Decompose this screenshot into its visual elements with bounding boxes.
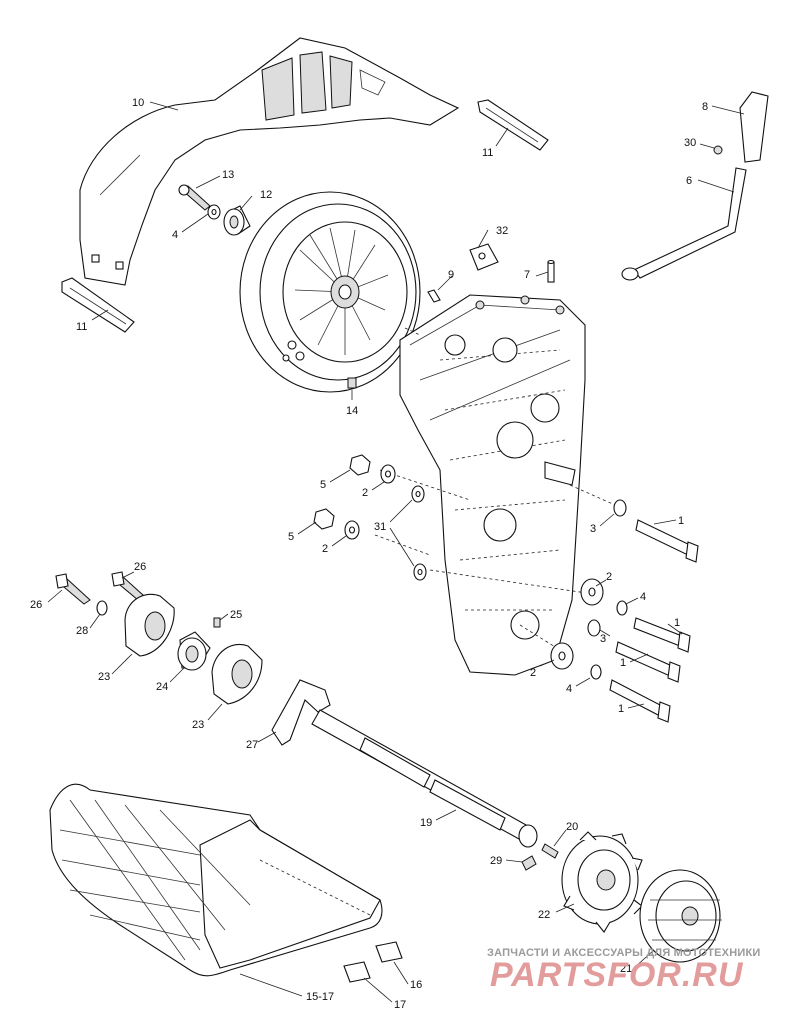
label-20: 20: [566, 821, 578, 833]
part-2-washer-b: [344, 520, 360, 540]
label-3-a: 3: [590, 523, 596, 535]
label-5-b: 5: [288, 531, 294, 543]
part-13-bolt: [178, 184, 211, 211]
part-29-screw: [521, 855, 537, 871]
part-4-washer-b: [616, 600, 628, 616]
label-4-b: 4: [640, 591, 646, 603]
part-1-bolt-d: [609, 679, 671, 723]
label-2-a: 2: [362, 487, 368, 499]
label-8: 8: [702, 101, 708, 113]
label-6: 6: [686, 175, 692, 187]
part-19-axle: [311, 709, 538, 848]
part-23-flange-b: [211, 644, 263, 705]
label-1-d: 1: [618, 703, 624, 715]
label-11-b: 11: [76, 321, 87, 333]
label-4-c: 4: [566, 683, 572, 695]
part-10-guard: [79, 37, 460, 286]
label-31: 31: [374, 521, 386, 533]
watermark-caption: ЗАПЧАСТИ И АКСЕССУАРЫ ДЛЯ МОТОТЕХНИКИ: [487, 947, 760, 959]
part-27-bracket: [271, 679, 331, 746]
part-31-washer-a: [411, 485, 425, 503]
part-30-nut: [713, 145, 723, 155]
part-6-lever: [621, 167, 747, 281]
leader-lines: [47, 101, 745, 1003]
label-1-b: 1: [674, 617, 680, 629]
label-10: 10: [132, 97, 144, 109]
label-19: 19: [420, 817, 432, 829]
label-5-a: 5: [320, 479, 326, 491]
track: [49, 783, 383, 977]
part-24-bearing: [177, 631, 211, 671]
label-32: 32: [496, 225, 508, 237]
driven-pulley: [239, 191, 421, 393]
part-11-plate-b: [61, 277, 135, 333]
part-labels: 10 11 11 13 12 4 32 9 7 14 8 30 6 5 2 31…: [30, 97, 708, 1011]
part-4-washer-c: [590, 664, 602, 680]
label-15-17: 15-17: [306, 991, 334, 1003]
label-1-a: 1: [678, 515, 684, 527]
label-9: 9: [448, 269, 454, 281]
part-22-sprocket: [561, 831, 643, 933]
label-2-d: 2: [530, 667, 536, 679]
label-22: 22: [538, 909, 550, 921]
part-12-bushing: [223, 205, 251, 236]
watermark: ЗАПЧАСТИ И АКСЕССУАРЫ ДЛЯ МОТОТЕХНИКИ PA…: [487, 947, 760, 994]
label-30: 30: [684, 137, 696, 149]
label-7: 7: [524, 269, 530, 281]
label-24: 24: [156, 681, 168, 693]
label-25: 25: [230, 609, 242, 621]
label-13: 13: [222, 169, 234, 181]
label-11-a: 11: [482, 147, 493, 159]
label-12: 12: [260, 189, 272, 201]
label-17: 17: [394, 999, 406, 1011]
label-27: 27: [246, 739, 258, 751]
part-4-washer: [207, 204, 221, 220]
watermark-brand: PARTSFOR.RU: [490, 956, 744, 994]
label-16: 16: [410, 979, 422, 991]
label-29: 29: [490, 855, 502, 867]
label-21: 21: [620, 963, 632, 975]
label-4-a: 4: [172, 229, 178, 241]
part-2-washer-c: [580, 578, 604, 606]
label-23-b: 23: [192, 719, 204, 731]
part-2-washer-a: [380, 464, 396, 484]
part-7-pin: [547, 259, 555, 283]
part-14-nut: [347, 377, 357, 389]
part-28-washer: [96, 600, 108, 616]
part-9-pin: [427, 289, 441, 303]
part-8-handle: [739, 91, 769, 163]
label-14: 14: [346, 405, 358, 417]
part-23-flange-a: [124, 593, 175, 657]
label-26-b: 26: [134, 561, 146, 573]
part-31-washer-b: [413, 563, 427, 581]
assembly-lines: [374, 327, 616, 651]
part-5-nut-b: [313, 508, 335, 530]
part-2-washer-d: [550, 642, 574, 670]
label-2-b: 2: [322, 543, 328, 555]
part-25-setscrew: [213, 617, 221, 628]
label-1-c: 1: [620, 657, 626, 669]
label-3-b: 3: [600, 633, 606, 645]
part-32-bracket: [469, 243, 499, 271]
part-26-bolt-b: [111, 571, 145, 601]
label-23-a: 23: [98, 671, 110, 683]
label-28: 28: [76, 625, 88, 637]
part-3-washer-b: [587, 619, 601, 637]
label-26-a: 26: [30, 599, 42, 611]
part-11-plate-a: [477, 99, 549, 151]
part-16-clip: [375, 941, 403, 963]
part-17-clip: [343, 961, 371, 983]
gearbox-housing: [399, 294, 586, 676]
part-20-setscrew: [541, 843, 559, 859]
part-1-bolt-c: [615, 641, 681, 683]
part-1-bolt-b: [633, 617, 691, 653]
part-26-bolt-a: [55, 573, 91, 605]
label-2-c: 2: [606, 571, 612, 583]
part-1-bolt-a: [635, 519, 699, 563]
part-5-nut-a: [349, 454, 371, 476]
part-3-washer-a: [613, 499, 627, 517]
part-21-sprocket: [639, 869, 722, 963]
